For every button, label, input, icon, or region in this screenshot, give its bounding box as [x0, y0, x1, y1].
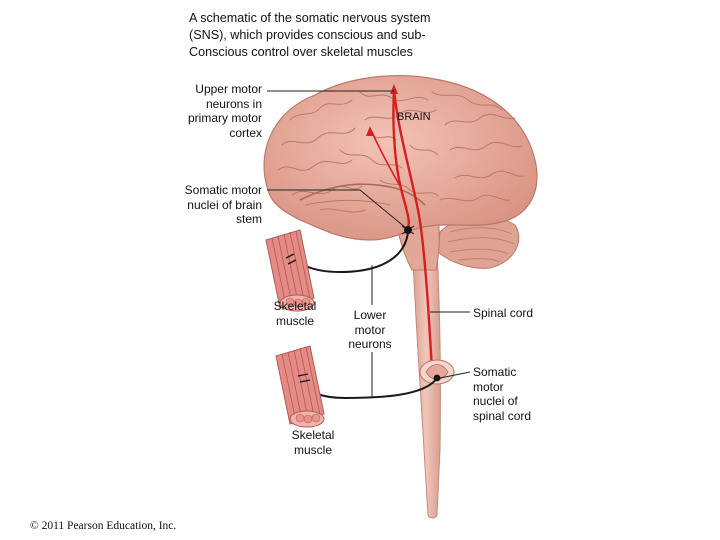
label-line: primary motor — [187, 111, 262, 125]
upper-motor-neuron-body-2 — [366, 126, 374, 136]
label-lower-motor-neurons: Lower motor neurons — [338, 308, 402, 352]
diagram-title: A schematic of the somatic nervous syste… — [189, 10, 509, 61]
label-line: muscle — [275, 313, 314, 328]
leader-lines — [267, 90, 471, 398]
label-line: Lower — [353, 308, 387, 322]
label-spinal-cord: Spinal cord — [473, 306, 534, 320]
label-line: neurons in — [205, 96, 262, 111]
label-skeletal-muscle-upper: Skeletal muscle — [262, 299, 328, 328]
copyright-notice: © 2011 Pearson Education, Inc. — [30, 520, 177, 532]
leader-brain-stem — [267, 189, 407, 229]
label-line: muscle — [293, 442, 332, 457]
label-line: cortex — [229, 125, 262, 140]
leader-spinal-nuclei — [439, 371, 471, 379]
label-line: neurons — [348, 337, 392, 351]
skeletal-muscle-upper — [265, 229, 315, 312]
title-line-2: (SNS), which provides conscious and sub- — [189, 28, 426, 42]
label-upper-motor-neurons: Upper motor neurons in primary motor cor… — [166, 82, 262, 140]
label-line: nuclei of brain — [187, 197, 262, 212]
label-line: nuclei of — [473, 394, 518, 408]
label-line: Skeletal — [273, 299, 317, 313]
label-line: spinal cord — [473, 408, 532, 423]
upper-motor-neuron-path — [371, 88, 434, 372]
label-brain: BRAIN — [397, 111, 431, 123]
label-line: Somatic — [473, 365, 517, 379]
label-skeletal-muscle-lower: Skeletal muscle — [280, 428, 346, 457]
label-spinal-nuclei: Somatic motor nuclei of spinal cord — [473, 365, 531, 423]
label-line: motor — [354, 322, 386, 337]
label-line: Somatic motor — [184, 183, 262, 197]
label-line: motor — [473, 379, 504, 394]
title-line-3: Conscious control over skeletal muscles — [189, 45, 413, 59]
title-line-1: A schematic of the somatic nervous syste… — [189, 11, 431, 25]
skeletal-muscle-lower — [275, 345, 325, 428]
label-line: Skeletal — [291, 428, 335, 442]
cerebrum — [263, 75, 538, 241]
label-line: Upper motor — [195, 82, 262, 96]
label-line: stem — [235, 212, 262, 226]
label-brain-stem-nuclei: Somatic motor nuclei of brain stem — [162, 183, 262, 227]
